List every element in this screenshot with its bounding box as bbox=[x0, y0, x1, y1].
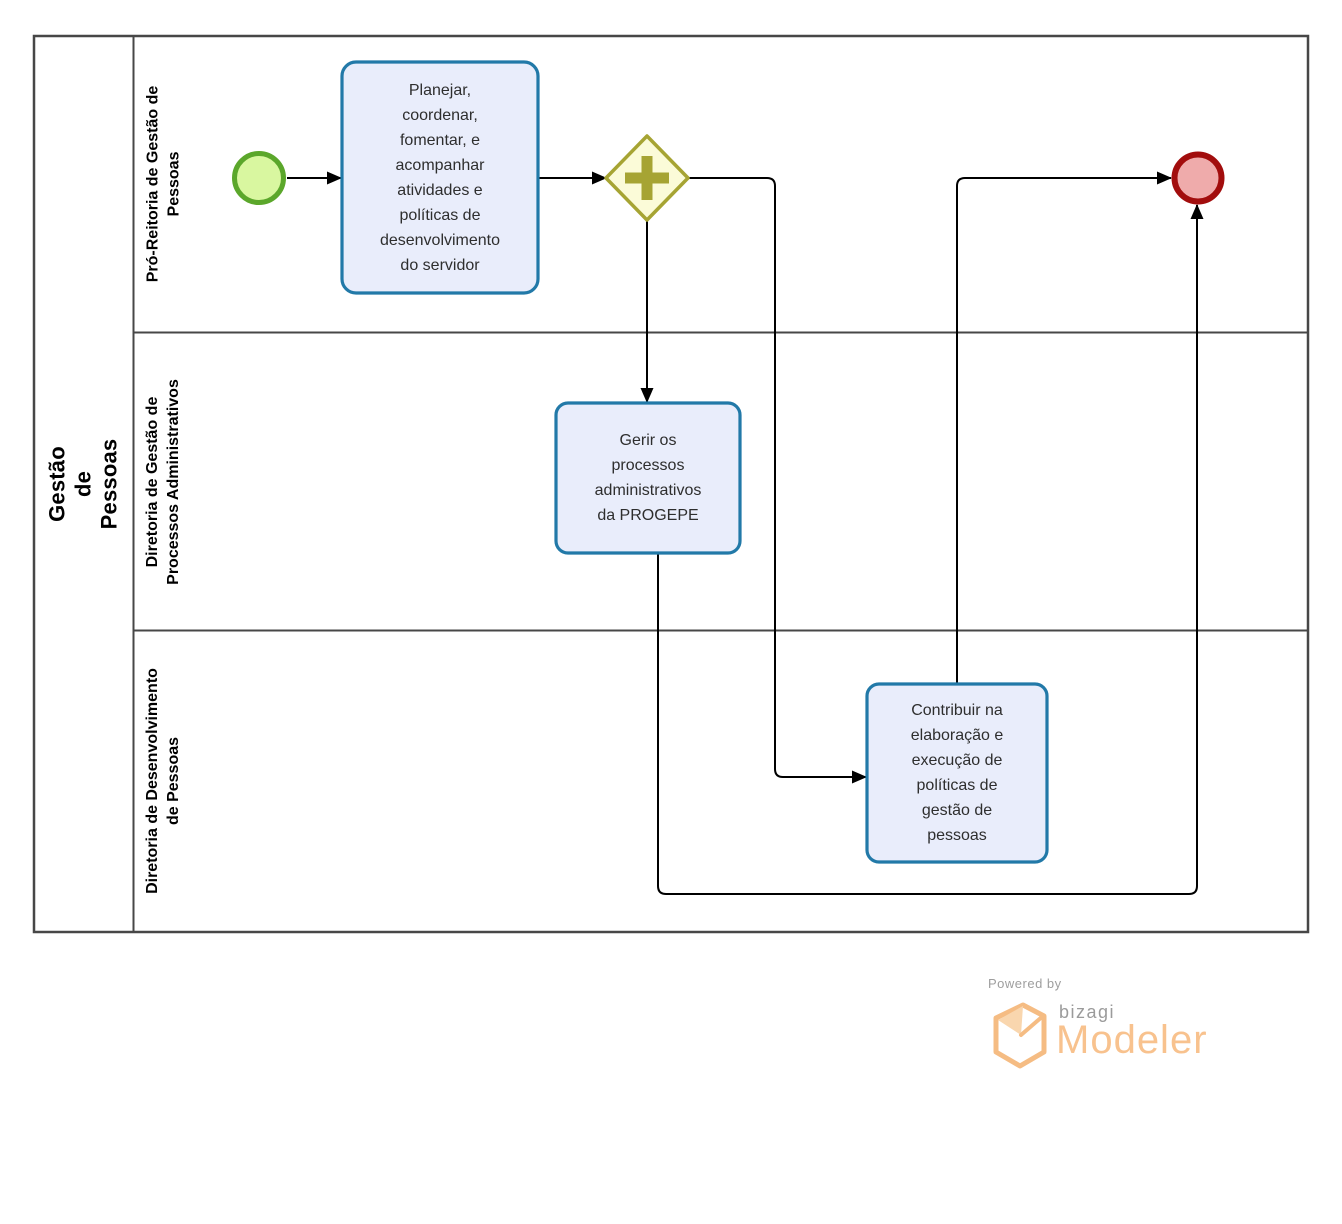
task-contribuir[interactable] bbox=[865, 682, 1049, 864]
powered-by-label: Powered by bbox=[988, 976, 1062, 991]
modeler-wordmark: Modeler bbox=[1056, 1018, 1208, 1062]
bizagi-wordmark: bizagi bbox=[1059, 1002, 1116, 1022]
start-event[interactable] bbox=[232, 151, 286, 205]
pool-border bbox=[32, 34, 1310, 934]
bizagi-logo-icon bbox=[993, 1002, 1047, 1069]
flow-gateway-to-task-contribuir bbox=[689, 177, 867, 784]
flow-task-contribuir-to-end bbox=[956, 171, 1172, 684]
flow-task-gerir-to-end bbox=[657, 204, 1204, 895]
plus-icon bbox=[625, 156, 669, 200]
task-gerir[interactable] bbox=[554, 401, 742, 555]
end-event[interactable] bbox=[1171, 151, 1225, 205]
task-planejar[interactable] bbox=[340, 60, 540, 295]
